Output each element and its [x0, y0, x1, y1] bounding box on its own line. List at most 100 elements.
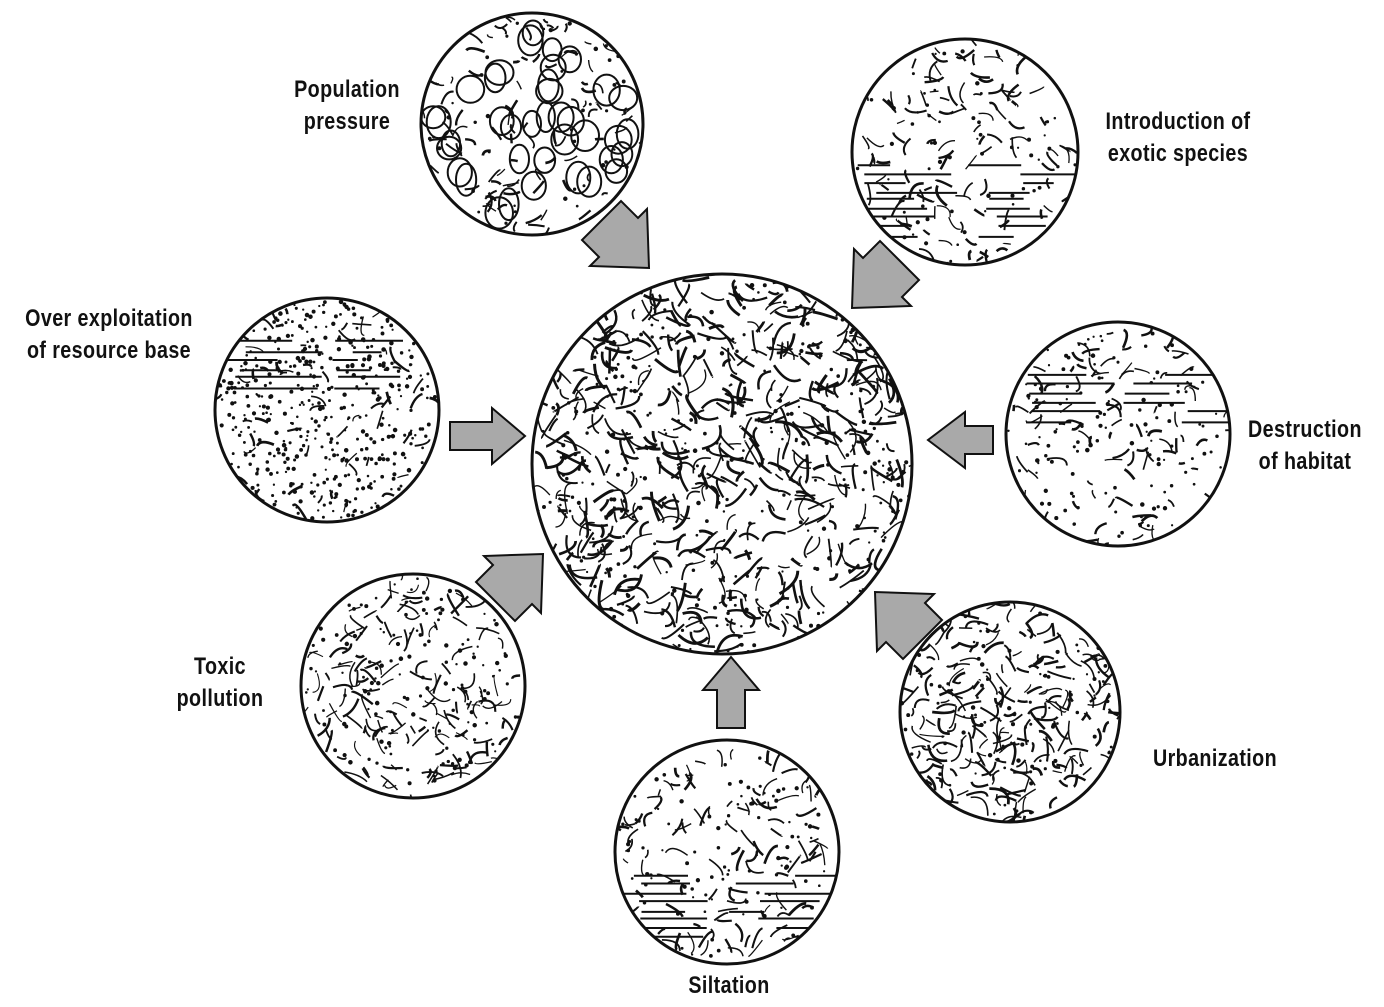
sketch-dot [229, 368, 232, 371]
sketch-dot [401, 452, 405, 456]
sketch-dot [360, 604, 362, 606]
sketch-dot [971, 706, 974, 709]
sketch-dot [310, 491, 313, 494]
sketch-dot [856, 525, 859, 528]
sketch-dot [749, 522, 752, 525]
sketch-dot [560, 504, 562, 506]
sketch-dot [1039, 387, 1043, 391]
sketch-dot [1044, 489, 1047, 492]
sketch-dot [787, 413, 790, 416]
sketch-dot [427, 423, 430, 426]
sketch-dot [710, 955, 713, 958]
sketch-dot [594, 585, 596, 587]
sketch-dot [325, 416, 327, 418]
sketch-dot [1084, 343, 1086, 345]
sketch-dot [246, 384, 249, 387]
sketch-stroke [1059, 424, 1066, 425]
sketch-dot [335, 496, 337, 498]
sketch-dot [981, 152, 984, 155]
sketch-dot [398, 389, 400, 391]
sketch-dot [1076, 711, 1079, 714]
sketch-dot [461, 687, 464, 690]
sketch-dot [462, 643, 464, 645]
sketch-dot [864, 517, 866, 519]
sketch-dot [468, 722, 469, 723]
sketch-dot [1013, 713, 1016, 716]
sketch-dot [326, 326, 327, 327]
sketch-dot [582, 109, 585, 112]
sketch-dot [982, 644, 985, 647]
sketch-dot [819, 354, 822, 357]
sketch-dot [311, 418, 313, 420]
sketch-dot [1093, 677, 1096, 680]
sketch-dot [808, 825, 811, 828]
sketch-dot [708, 815, 711, 818]
sketch-dot [1156, 371, 1159, 374]
sketch-dot [681, 629, 683, 631]
sketch-dot [770, 427, 771, 428]
sketch-dot [1157, 458, 1160, 461]
sketch-dot [947, 683, 949, 685]
sketch-dot [323, 311, 325, 313]
sketch-dot [343, 754, 346, 757]
sketch-dot [683, 885, 686, 888]
sketch-dot [306, 692, 308, 694]
sketch-dot [234, 402, 236, 404]
arrow-overexploitation [450, 408, 525, 464]
sketch-dot [361, 430, 364, 433]
sketch-dot [763, 792, 765, 794]
sketch-dot [232, 453, 234, 455]
sketch-dot [318, 510, 319, 511]
sketch-dot [720, 579, 723, 582]
sketch-dot [284, 448, 287, 451]
sketch-dot [922, 205, 925, 208]
sketch-dot [289, 442, 291, 444]
sketch-dot [452, 688, 454, 690]
sketch-dot [380, 740, 383, 743]
sketch-dot [762, 458, 764, 460]
sketch-dot [1130, 441, 1134, 445]
sketch-dot [416, 630, 418, 632]
sketch-dot [1077, 650, 1079, 652]
sketch-dot [811, 906, 814, 909]
sketch-dot [651, 336, 653, 338]
sketch-dot [1044, 135, 1045, 136]
sketch-dot [987, 194, 991, 198]
sketch-dot [874, 530, 876, 532]
sketch-dot [233, 391, 236, 394]
sketch-dot [905, 461, 908, 464]
sketch-dot [517, 716, 519, 718]
sketch-dot [1066, 385, 1068, 387]
sketch-dot [1011, 194, 1014, 197]
sketch-dot [1066, 653, 1068, 655]
sketch-dot [324, 336, 327, 339]
sketch-dot [1216, 435, 1219, 438]
sketch-dot [617, 363, 619, 365]
sketch-dot [330, 438, 333, 441]
sketch-dot [950, 260, 952, 262]
sketch-dot [473, 723, 477, 727]
sketch-dot [691, 888, 693, 890]
sketch-dot [302, 444, 304, 446]
sketch-dot [410, 409, 412, 411]
sketch-dot [342, 672, 343, 673]
sketch-dot [671, 593, 673, 595]
sketch-dot [367, 346, 369, 348]
sketch-dot [733, 412, 736, 415]
sketch-dot [758, 816, 760, 818]
sketch-dot [609, 568, 612, 571]
sketch-dot [1106, 700, 1109, 703]
sketch-dot [686, 862, 689, 865]
sketch-dot [903, 211, 905, 213]
sketch-dot [977, 657, 980, 660]
sketch-dot [1110, 746, 1112, 748]
sketch-dot [322, 638, 325, 641]
sketch-dot [831, 506, 833, 508]
sketch-dot [389, 746, 391, 748]
sketch-dot [390, 753, 392, 755]
sketch-dot [484, 613, 485, 614]
sketch-dot [505, 222, 507, 224]
sketch-dot [725, 824, 726, 825]
sketch-dot [723, 511, 724, 512]
sketch-dot [1049, 707, 1050, 708]
